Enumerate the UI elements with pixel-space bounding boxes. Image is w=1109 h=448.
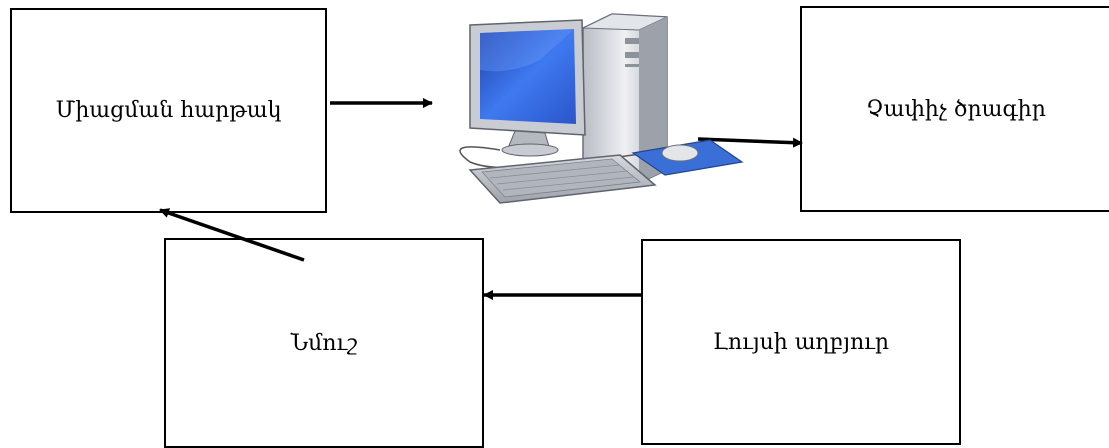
computer-tower xyxy=(582,13,668,184)
box-measuring-device-label: Չափիչ ծրագիր xyxy=(866,96,1046,122)
box-light-source-label: Լույսի աղբյուր xyxy=(712,329,890,355)
arrow-sample-to-connection xyxy=(159,208,305,262)
box-connection-device: Միացման հարթակ xyxy=(10,8,327,213)
box-sample: Նմուշ xyxy=(164,238,484,448)
computer-monitor xyxy=(469,19,586,157)
box-connection-device-label: Միացման հարթակ xyxy=(55,98,282,123)
computer-keyboard xyxy=(468,154,657,204)
box-light-source: Լույսի աղբյուր xyxy=(641,239,961,445)
arrow-computer-to-measuring xyxy=(697,137,803,148)
box-measuring-device: Չափիչ ծրագիր xyxy=(800,6,1109,212)
computer-mouse xyxy=(631,139,744,176)
box-sample-label: Նմուշ xyxy=(290,330,358,356)
